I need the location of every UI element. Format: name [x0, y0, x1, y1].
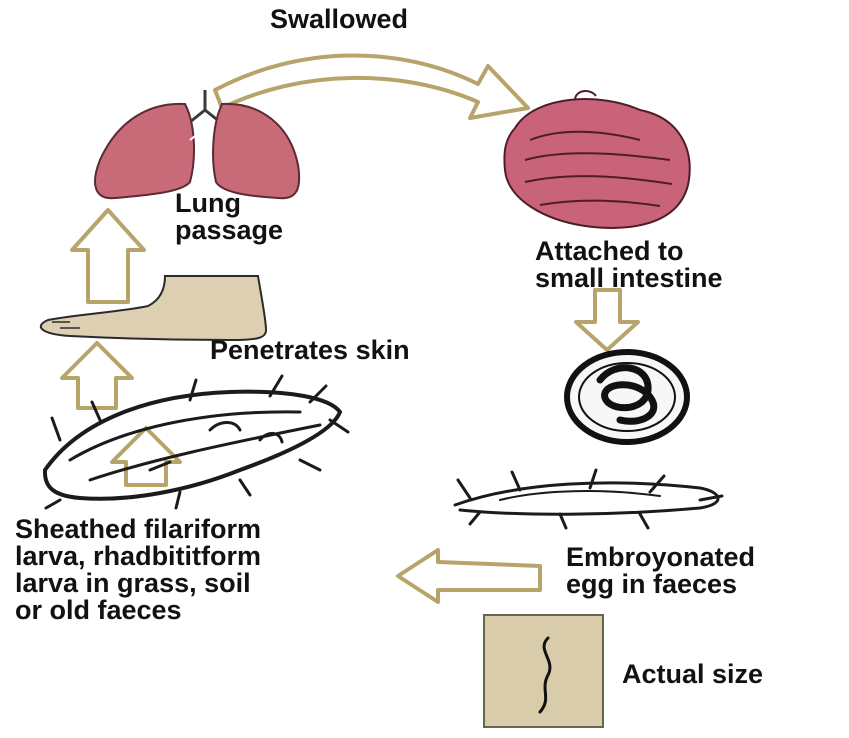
lungs-icon [94, 90, 301, 200]
intestine-icon [503, 90, 691, 229]
worm-scale-icon [483, 614, 604, 728]
label-larva: Sheathed filariform larva, rhadbititform… [15, 514, 262, 625]
arrow-intestine-to-egg [574, 288, 640, 352]
label-lung-passage: Lung passage [175, 188, 284, 245]
arrow-inner-larva [110, 426, 182, 487]
egg-icon [564, 349, 690, 445]
label-penetrates: Penetrates skin [210, 335, 410, 365]
label-egg: Embroyonated egg in faeces [566, 542, 756, 599]
larva-grass-icon [42, 374, 350, 510]
label-actual-size: Actual size [622, 659, 764, 689]
foot-icon [39, 275, 268, 342]
label-swallowed: Swallowed [270, 4, 409, 34]
arrow-swallowed [213, 53, 530, 120]
arrow-foot-to-lungs [70, 208, 146, 304]
label-attached: Attached to small intestine [535, 236, 723, 293]
arrow-larva-to-foot [60, 341, 134, 410]
arrow-egg-to-larva [396, 548, 542, 604]
faeces-icon [453, 468, 724, 530]
